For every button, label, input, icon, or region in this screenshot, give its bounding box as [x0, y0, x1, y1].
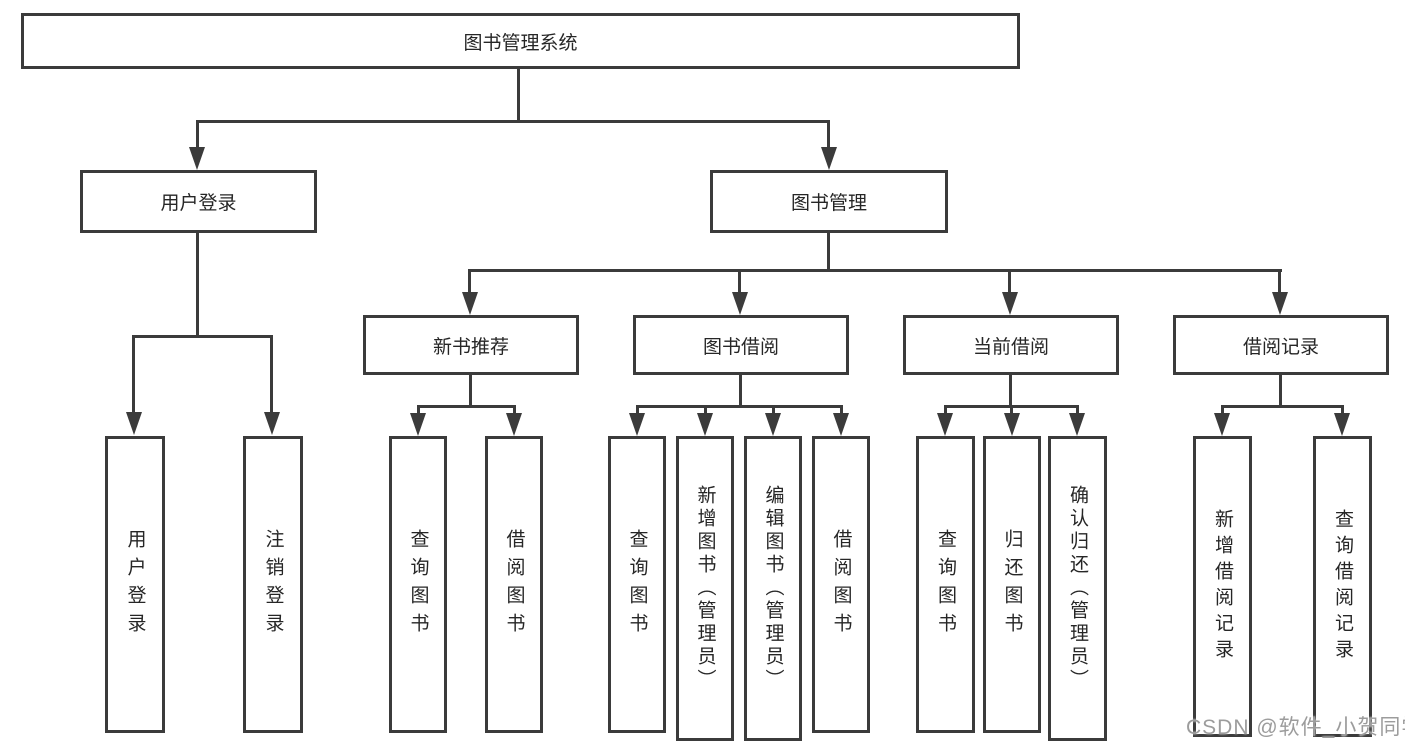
leaf-record-add-borrow-record: 新增借阅记录 — [1193, 436, 1252, 737]
connector-vline — [840, 405, 843, 417]
connector-hline — [417, 405, 516, 408]
connector-hline — [196, 120, 830, 123]
connector-vline — [270, 335, 273, 412]
connector-vline — [1076, 405, 1079, 417]
connector-vline — [196, 120, 199, 150]
leaf-borrowing-query-book-label: 查询图书 — [626, 528, 648, 641]
connector-vline — [1279, 373, 1282, 408]
arrowhead-down-icon — [1069, 413, 1085, 436]
leaf-recommend-borrow-book: 借阅图书 — [485, 436, 543, 733]
arrowhead-down-icon — [1334, 413, 1350, 436]
arrowhead-down-icon — [506, 413, 522, 436]
leaf-user-login: 用户登录 — [105, 436, 165, 733]
connector-vline — [469, 373, 472, 408]
connector-vline — [513, 405, 516, 417]
arrowhead-down-icon — [462, 292, 478, 315]
node-borrowing-record-label: 借阅记录 — [1242, 336, 1319, 358]
leaf-borrowing-edit-book-admin: 编辑图书（管理员） — [744, 436, 802, 741]
leaf-borrowing-borrow-book: 借阅图书 — [812, 436, 870, 733]
arrowhead-down-icon — [410, 413, 426, 436]
connector-vline — [636, 405, 639, 417]
leaf-current-confirm-return-admin-label: 确认归还（管理员） — [1067, 485, 1088, 692]
connector-vline — [738, 269, 741, 294]
node-new-book-recommend: 新书推荐 — [363, 315, 579, 375]
leaf-borrowing-edit-book-admin-label: 编辑图书（管理员） — [762, 485, 784, 692]
csdn-watermark: CSDN @软件_小贺同学 — [1186, 716, 1405, 739]
connector-vline — [1221, 405, 1224, 417]
node-current-borrowing-label: 当前借阅 — [972, 336, 1049, 358]
connector-vline — [944, 405, 947, 417]
leaf-current-return-book-label: 归还图书 — [1001, 528, 1023, 641]
node-user-login: 用户登录 — [80, 170, 317, 233]
arrowhead-down-icon — [1272, 292, 1288, 315]
connector-vline — [1008, 269, 1011, 294]
arrowhead-down-icon — [1004, 413, 1020, 436]
arrowhead-down-icon — [697, 413, 713, 436]
leaf-record-query-borrow-record-label: 查询借阅记录 — [1332, 508, 1353, 665]
arrowhead-down-icon — [732, 292, 748, 315]
leaf-user-login-label: 用户登录 — [124, 528, 146, 641]
arrowhead-down-icon — [1214, 413, 1230, 436]
arrowhead-down-icon — [189, 147, 205, 170]
arrowhead-down-icon — [765, 413, 781, 436]
leaf-borrowing-query-book: 查询图书 — [608, 436, 666, 733]
leaf-borrowing-add-book-admin-label: 新增图书（管理员） — [694, 485, 716, 692]
node-book-management: 图书管理 — [710, 170, 948, 233]
leaf-current-query-book-label: 查询图书 — [935, 528, 956, 641]
node-book-borrowing: 图书借阅 — [633, 315, 849, 375]
node-user-login-label: 用户登录 — [160, 193, 237, 214]
connector-vline — [517, 69, 520, 121]
arrowhead-down-icon — [629, 413, 645, 436]
leaf-borrowing-borrow-book-label: 借阅图书 — [830, 528, 852, 641]
connector-vline — [827, 231, 830, 271]
leaf-logout-login: 注销登录 — [243, 436, 303, 733]
leaf-borrowing-add-book-admin: 新增图书（管理员） — [676, 436, 734, 741]
leaf-current-query-book: 查询图书 — [916, 436, 975, 733]
connector-vline — [772, 405, 775, 417]
leaf-recommend-query-book-label: 查询图书 — [407, 528, 429, 641]
connector-vline — [1010, 405, 1013, 417]
node-book-management-label: 图书管理 — [790, 193, 867, 214]
leaf-recommend-borrow-book-label: 借阅图书 — [503, 528, 525, 641]
arrowhead-down-icon — [833, 413, 849, 436]
connector-hline — [636, 405, 843, 408]
connector-hline — [1221, 405, 1344, 408]
connector-vline — [1341, 405, 1344, 417]
arrowhead-down-icon — [264, 412, 280, 435]
connector-vline — [196, 231, 199, 337]
connector-vline — [468, 269, 471, 294]
node-borrowing-record: 借阅记录 — [1173, 315, 1389, 375]
node-book-borrowing-label: 图书借阅 — [702, 336, 779, 358]
connector-vline — [1009, 373, 1012, 408]
connector-vline — [704, 405, 707, 417]
leaf-current-return-book: 归还图书 — [983, 436, 1041, 733]
leaf-recommend-query-book: 查询图书 — [389, 436, 447, 733]
node-library-management-system: 图书管理系统 — [21, 13, 1020, 69]
arrowhead-down-icon — [1002, 292, 1018, 315]
leaf-record-query-borrow-record: 查询借阅记录 — [1313, 436, 1372, 737]
arrowhead-down-icon — [937, 413, 953, 436]
node-new-book-recommend-label: 新书推荐 — [432, 336, 509, 358]
arrowhead-down-icon — [821, 147, 837, 170]
connector-vline — [132, 335, 135, 412]
connector-vline — [827, 120, 830, 150]
node-library-management-system-label: 图书管理系统 — [463, 32, 578, 54]
connector-hline — [469, 269, 1282, 272]
connector-hline — [132, 335, 273, 338]
arrowhead-down-icon — [126, 412, 142, 435]
connector-vline — [1278, 269, 1281, 294]
leaf-record-add-borrow-record-label: 新增借阅记录 — [1212, 508, 1233, 665]
leaf-current-confirm-return-admin: 确认归还（管理员） — [1048, 436, 1107, 741]
node-current-borrowing: 当前借阅 — [903, 315, 1119, 375]
leaf-logout-login-label: 注销登录 — [262, 528, 284, 641]
connector-vline — [739, 373, 742, 408]
connector-vline — [417, 405, 420, 417]
